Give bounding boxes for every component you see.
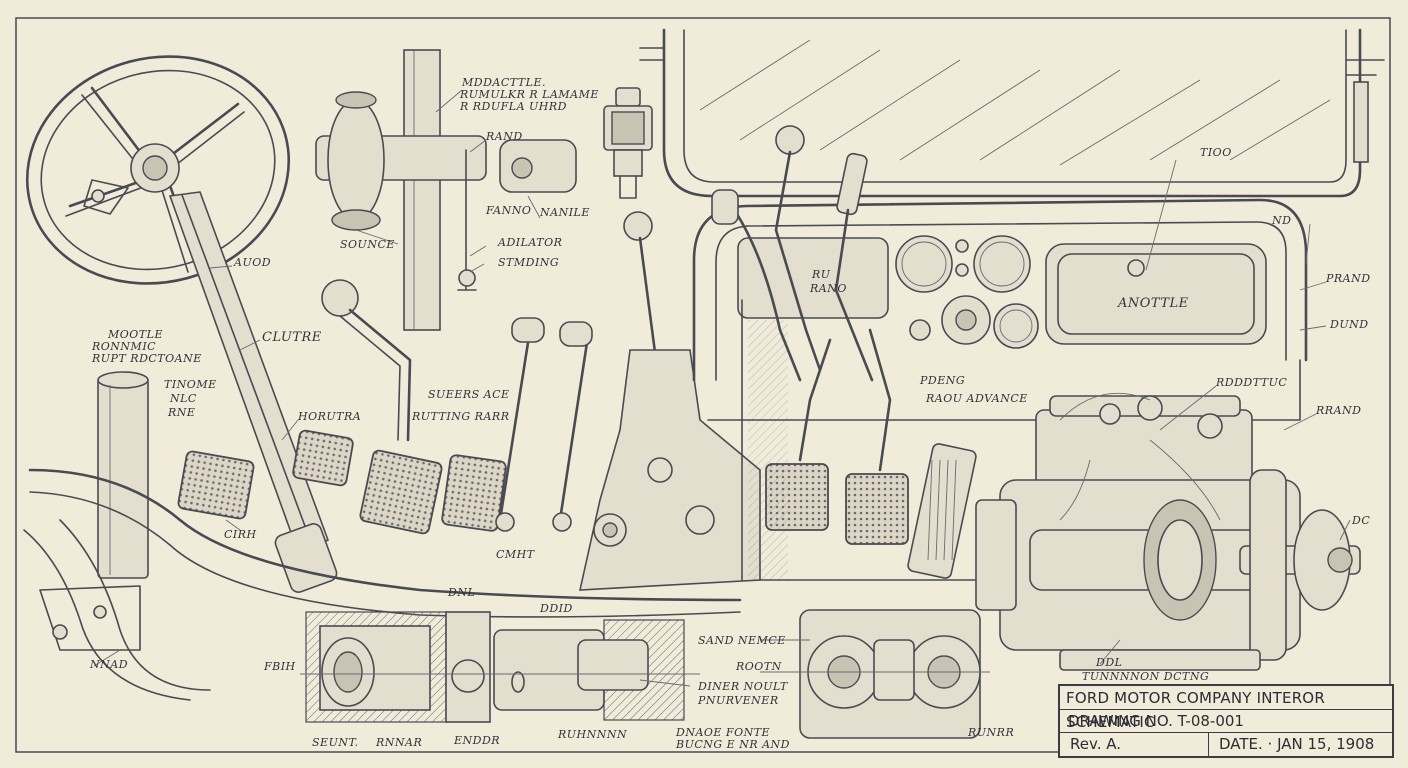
- callout-rrand: RRAND: [1316, 404, 1362, 417]
- callout-sounce: SOUNCE: [340, 238, 395, 251]
- callout-clutre: CLUTRE: [262, 330, 322, 345]
- callout-throttle-2: RUMULKR R LAMAME: [460, 88, 599, 101]
- callout-diner: DINER NOULT: [698, 680, 788, 693]
- callout-seunt: SEUNT.: [312, 736, 359, 749]
- drawing-date: DATE. · JAN 15, 1908: [1208, 733, 1374, 756]
- callout-ruhnnnn: RUHNNNN: [558, 728, 628, 741]
- floor-chassis: [23, 468, 1011, 701]
- transmission-cutaway: [300, 611, 700, 723]
- callout-tioo: TIOO: [1200, 146, 1232, 159]
- callout-nlc: NLC: [170, 392, 197, 405]
- throttle-assembly: [315, 49, 577, 331]
- callout-runrr: RUNRR: [968, 726, 1015, 739]
- border-frame: [15, 17, 1391, 753]
- callout-tunnnnn: TUNNNNON DCTNG: [1082, 670, 1210, 683]
- callout-dund: DUND: [1330, 318, 1369, 331]
- callout-dc: DC: [1352, 514, 1371, 527]
- engine-block: [975, 392, 1361, 671]
- callout-ddl: DDL: [1096, 656, 1123, 669]
- callout-anottle: ANOTTLE: [1118, 296, 1189, 311]
- leader-lines: [93, 89, 1351, 687]
- hand-levers: [711, 125, 874, 382]
- steering-wheel: [25, 55, 291, 285]
- lamp-fixture: [603, 87, 653, 199]
- callout-rdddttuc: RDDDTTUC: [1216, 376, 1288, 389]
- callout-prand: PRAND: [1326, 272, 1371, 285]
- callout-cmht: CMHT: [496, 548, 535, 561]
- callout-fbih: FBIH: [264, 660, 296, 673]
- callout-rne: RNE: [168, 406, 196, 419]
- callout-rupt: RUPT RDCTOANE: [92, 352, 202, 365]
- callout-rano: RANO: [810, 282, 847, 295]
- callout-ddid: DDID: [540, 602, 573, 615]
- callout-nanile: NANILE: [540, 206, 590, 219]
- transmission-housing: [578, 211, 761, 591]
- callout-rnnar: RNNAR: [376, 736, 423, 749]
- callout-sueers: SUEERS ACE: [428, 388, 510, 401]
- callout-ru: RU: [812, 268, 831, 281]
- pedal-group-left: [177, 317, 593, 535]
- callout-ronnmic: RONNMIC: [92, 340, 157, 353]
- callout-sand-nemce: SAND NEMCE: [698, 634, 786, 647]
- callout-pnurvener: PNURVENER: [698, 694, 779, 707]
- callout-dnl: DNL: [448, 586, 476, 599]
- callout-adilator: ADILATOR: [498, 236, 563, 249]
- callout-cirh: CIRH: [224, 528, 257, 541]
- callout-rootn: ROOTN: [736, 660, 782, 673]
- callout-throttle: MDDACTTLE.: [462, 76, 546, 89]
- callout-mootle: MOOTLE: [108, 328, 163, 341]
- callout-nd: ND: [1272, 214, 1292, 227]
- callout-rand: RAND: [486, 130, 523, 143]
- title-block: FORD MOTOR COMPANY INTEROR SCHEMATIC DRA…: [1058, 684, 1394, 758]
- drawing-number: DRAWING NO. T-08-001: [1060, 710, 1392, 733]
- callout-horutra: HORUTRA: [298, 410, 362, 423]
- callout-tinome: TINOME: [164, 378, 217, 391]
- drawing-title: FORD MOTOR COMPANY INTEROR SCHEMATIC: [1060, 686, 1392, 731]
- title-block-bottom-row: Rev. A. DATE. · JAN 15, 1908: [1060, 733, 1392, 756]
- planetary-gear-assembly: [790, 609, 990, 739]
- revision: Rev. A.: [1070, 735, 1121, 753]
- column-tube: [39, 371, 149, 651]
- dashboard: [692, 198, 1308, 421]
- callout-bucng: BUCNG E NR AND: [676, 738, 790, 751]
- windshield-frame: [639, 28, 1385, 198]
- callout-raou: RAOU ADVANCE: [926, 392, 1028, 405]
- callout-fanno: FANNO: [486, 204, 532, 217]
- pedal-group-right: [741, 299, 977, 581]
- callout-stmding: STMDING: [498, 256, 560, 269]
- callout-rutting: RUTTING RARR: [412, 410, 510, 423]
- callout-enddr: ENDDR: [454, 734, 501, 747]
- callout-auod: AUOD: [234, 256, 272, 269]
- spark-lever: [321, 279, 412, 442]
- callout-nnad: NNAD: [90, 658, 129, 671]
- callout-throttle-3: R RDUFLA UHRD: [460, 100, 567, 113]
- callout-dnaoe: DNAOE FONTE: [676, 726, 771, 739]
- callout-pdeng: PDENG: [920, 374, 966, 387]
